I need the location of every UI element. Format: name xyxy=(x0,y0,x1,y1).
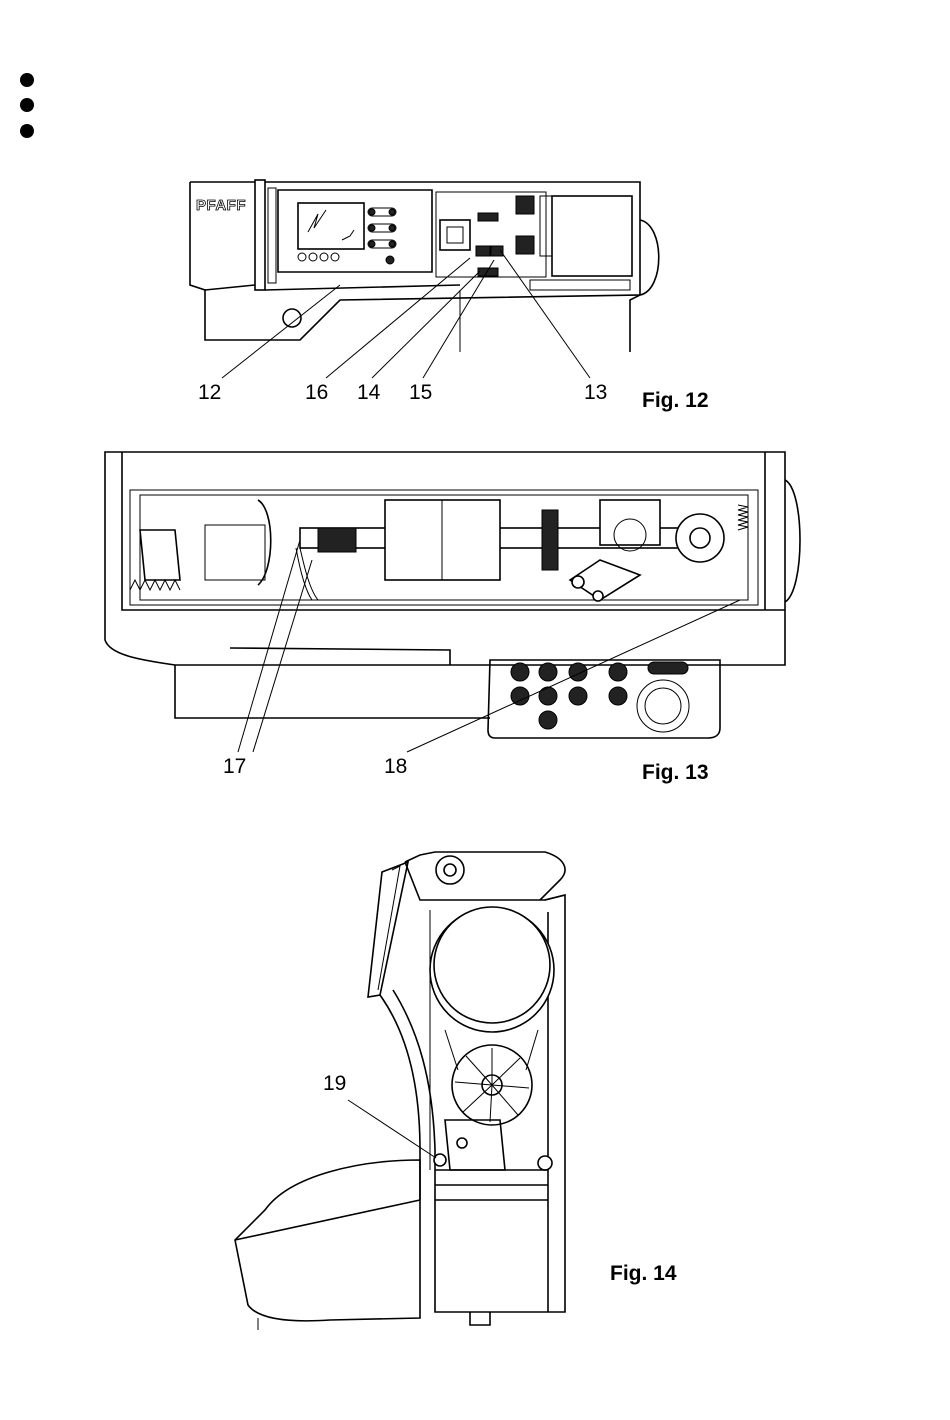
fig14-label: Fig. 14 xyxy=(610,1262,677,1286)
callout-19: 19 xyxy=(323,1072,346,1096)
